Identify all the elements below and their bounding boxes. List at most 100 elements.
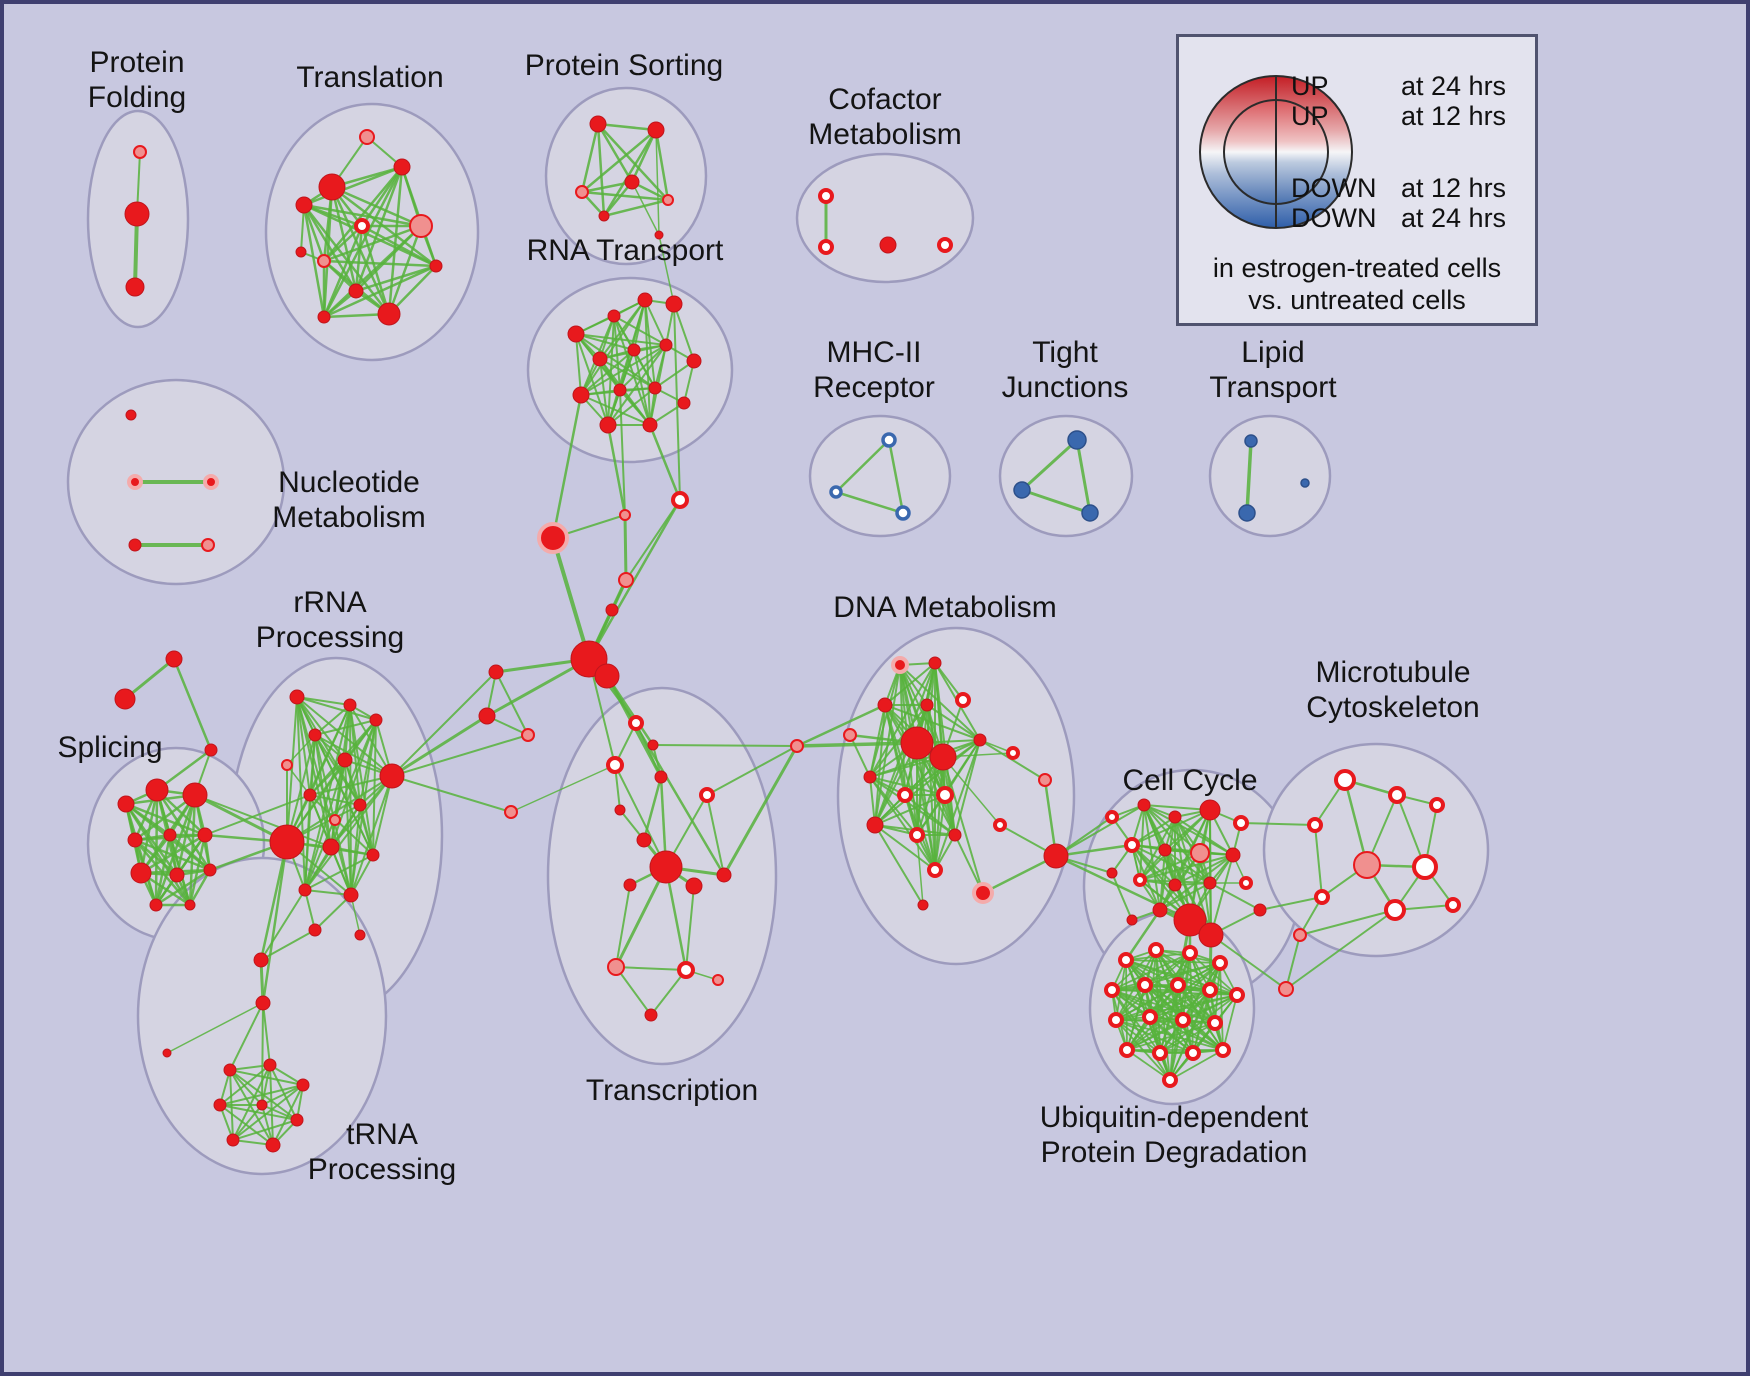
node-181[interactable] <box>1170 977 1186 993</box>
node-70[interactable] <box>182 782 208 808</box>
node-185[interactable] <box>1142 1009 1158 1025</box>
node-161[interactable] <box>1198 922 1224 948</box>
node-170[interactable] <box>1314 889 1330 905</box>
node-104[interactable] <box>290 1113 304 1127</box>
node-188[interactable] <box>1119 1042 1135 1058</box>
node-148[interactable] <box>1199 799 1221 821</box>
node-136[interactable] <box>1038 773 1052 787</box>
node-12[interactable] <box>377 302 401 326</box>
node-162[interactable] <box>1126 914 1138 926</box>
node-140[interactable] <box>993 818 1007 832</box>
node-111[interactable] <box>699 787 715 803</box>
node-88[interactable] <box>269 824 305 860</box>
node-64[interactable] <box>201 538 215 552</box>
node-74[interactable] <box>130 862 152 884</box>
node-54[interactable] <box>1067 430 1087 450</box>
node-103[interactable] <box>256 1099 268 1111</box>
node-108[interactable] <box>647 739 659 751</box>
node-8[interactable] <box>317 254 331 268</box>
node-69[interactable] <box>145 778 169 802</box>
node-0[interactable] <box>133 145 147 159</box>
node-52[interactable] <box>829 485 843 499</box>
node-100[interactable] <box>263 1058 277 1072</box>
node-135[interactable] <box>936 786 954 804</box>
node-114[interactable] <box>649 850 683 884</box>
node-132[interactable] <box>1006 746 1020 760</box>
node-4[interactable] <box>318 173 346 201</box>
node-131[interactable] <box>973 733 987 747</box>
node-145[interactable] <box>1105 810 1119 824</box>
node-23[interactable] <box>818 239 834 255</box>
node-102[interactable] <box>213 1098 227 1112</box>
node-183[interactable] <box>1229 987 1245 1003</box>
node-91[interactable] <box>366 848 380 862</box>
node-130[interactable] <box>929 743 957 771</box>
node-133[interactable] <box>863 770 877 784</box>
node-14[interactable] <box>429 259 443 273</box>
node-152[interactable] <box>1190 843 1210 863</box>
node-44[interactable] <box>605 603 619 617</box>
node-95[interactable] <box>354 929 366 941</box>
node-80[interactable] <box>343 698 357 712</box>
node-24[interactable] <box>879 236 897 254</box>
node-20[interactable] <box>598 210 610 222</box>
node-172[interactable] <box>1445 897 1461 913</box>
node-109[interactable] <box>606 756 624 774</box>
node-116[interactable] <box>623 878 637 892</box>
node-71[interactable] <box>127 832 143 848</box>
node-60[interactable] <box>125 409 137 421</box>
node-25[interactable] <box>937 237 953 253</box>
node-138[interactable] <box>909 827 925 843</box>
node-105[interactable] <box>226 1133 240 1147</box>
node-78[interactable] <box>184 899 196 911</box>
node-90[interactable] <box>329 814 341 826</box>
node-122[interactable] <box>790 739 804 753</box>
node-184[interactable] <box>1108 1012 1124 1028</box>
node-6[interactable] <box>393 158 411 176</box>
node-176[interactable] <box>1148 942 1164 958</box>
node-62[interactable] <box>203 474 219 490</box>
node-28[interactable] <box>637 292 653 308</box>
node-142[interactable] <box>972 882 994 904</box>
node-10[interactable] <box>295 246 307 258</box>
node-137[interactable] <box>866 816 884 834</box>
node-7[interactable] <box>354 218 370 234</box>
node-178[interactable] <box>1212 955 1228 971</box>
node-73[interactable] <box>197 827 213 843</box>
node-146[interactable] <box>1137 798 1151 812</box>
node-35[interactable] <box>613 383 627 397</box>
node-157[interactable] <box>1203 876 1217 890</box>
node-141[interactable] <box>927 862 943 878</box>
node-59[interactable] <box>1300 478 1310 488</box>
node-165[interactable] <box>1388 786 1406 804</box>
node-13[interactable] <box>317 310 331 324</box>
node-151[interactable] <box>1158 843 1172 857</box>
node-169[interactable] <box>1412 854 1438 880</box>
node-182[interactable] <box>1202 982 1218 998</box>
node-147[interactable] <box>1168 810 1182 824</box>
node-186[interactable] <box>1175 1012 1191 1028</box>
node-83[interactable] <box>281 759 293 771</box>
node-84[interactable] <box>337 752 353 768</box>
node-155[interactable] <box>1133 873 1147 887</box>
node-93[interactable] <box>343 887 359 903</box>
node-167[interactable] <box>1307 817 1323 833</box>
node-51[interactable] <box>881 432 897 448</box>
node-173[interactable] <box>1293 928 1307 942</box>
node-123[interactable] <box>891 656 909 674</box>
node-110[interactable] <box>654 770 668 784</box>
node-31[interactable] <box>627 343 641 357</box>
node-39[interactable] <box>677 396 691 410</box>
node-63[interactable] <box>128 538 142 552</box>
node-72[interactable] <box>163 828 177 842</box>
node-171[interactable] <box>1384 899 1406 921</box>
node-49[interactable] <box>521 728 535 742</box>
node-38[interactable] <box>642 417 658 433</box>
node-120[interactable] <box>712 974 724 986</box>
node-43[interactable] <box>618 572 634 588</box>
node-92[interactable] <box>298 883 312 897</box>
node-158[interactable] <box>1239 876 1253 890</box>
node-96[interactable] <box>253 952 269 968</box>
node-76[interactable] <box>203 863 217 877</box>
node-124[interactable] <box>928 656 942 670</box>
